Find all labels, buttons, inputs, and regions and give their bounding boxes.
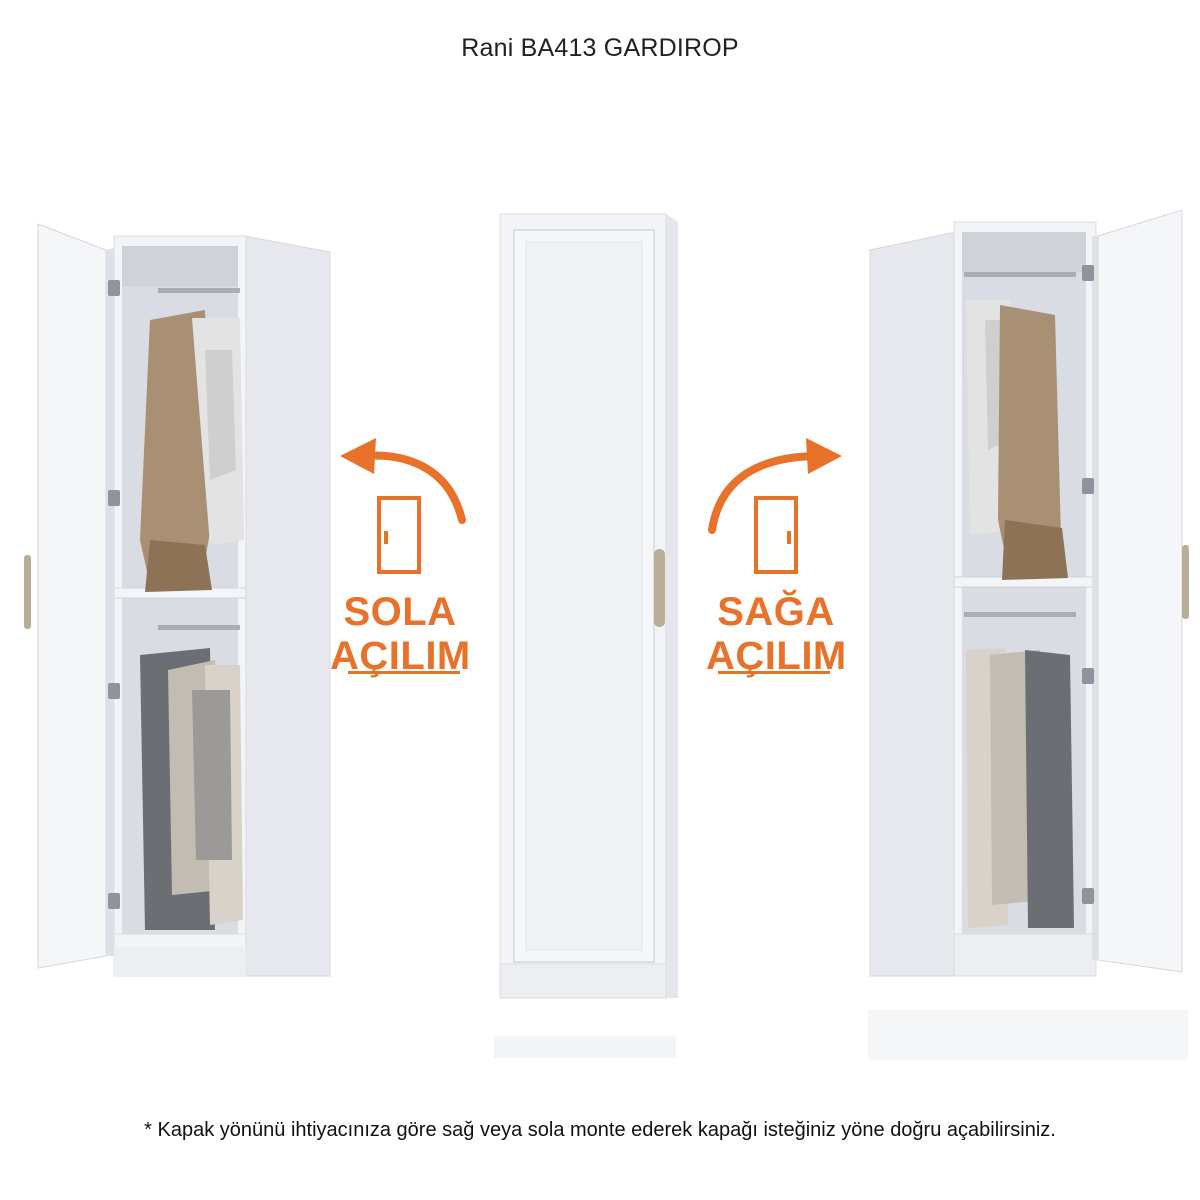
right-opening-line2: AÇILIM [706, 634, 847, 678]
left-opening-label: SOLA AÇILIM [330, 590, 470, 678]
right-opening-underline [718, 671, 830, 674]
left-opening-line2: AÇILIM [330, 634, 471, 678]
footnote: * Kapak yönünü ihtiyacınıza göre sağ vey… [144, 1119, 1056, 1141]
left-opening-line1: SOLA [343, 590, 457, 634]
page-title: Rani BA413 GARDIROP [461, 34, 739, 62]
left-opening-underline [348, 671, 460, 674]
right-opening-label: SAĞA AÇILIM [706, 590, 846, 678]
right-opening-line1: SAĞA [717, 590, 835, 634]
